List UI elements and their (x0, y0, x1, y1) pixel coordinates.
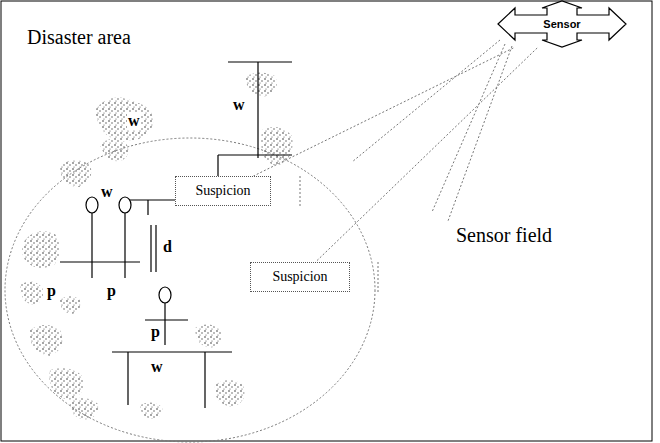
wall-mark: w (100, 183, 114, 201)
frame (1, 1, 652, 441)
wall-mark: w (127, 112, 141, 130)
person-symbols (86, 197, 188, 345)
suspicion-box: Suspicion (175, 176, 271, 206)
leader-lines (300, 40, 512, 292)
person-mark: p (150, 323, 161, 341)
sensor-arrow: Sensor (497, 0, 627, 48)
rubble (20, 72, 293, 420)
sensor-text: Sensor (543, 18, 580, 30)
person-mark: p (106, 282, 117, 300)
suspicion-text: Suspicion (195, 183, 250, 199)
distance-mark (151, 225, 156, 272)
sensor-link (253, 48, 513, 176)
suspicion-text: Suspicion (272, 269, 327, 285)
area-label: Disaster area (26, 26, 132, 48)
suspicion-box: Suspicion (250, 262, 350, 292)
person-mark: p (46, 282, 57, 300)
sensor-field-ellipse (5, 138, 375, 442)
wall-mark: w (232, 96, 246, 114)
structure-lines (60, 62, 292, 408)
distance-mark-label: d (162, 238, 173, 256)
wall-mark: w (150, 358, 164, 376)
field-label: Sensor field (455, 224, 553, 246)
